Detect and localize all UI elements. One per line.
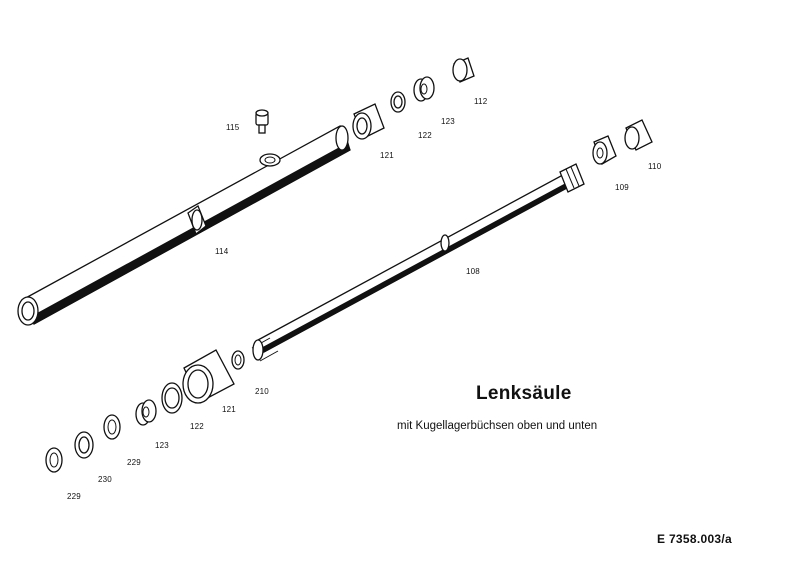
callout-121-bottom: 121 xyxy=(222,405,236,414)
diagram-title: Lenksäule xyxy=(476,383,572,404)
steering-shaft-108 xyxy=(251,163,585,362)
document-number: E 7358.003/a xyxy=(657,532,732,546)
callout-108: 108 xyxy=(466,267,480,276)
callout-122-top: 122 xyxy=(418,131,432,140)
callout-110: 110 xyxy=(648,162,662,171)
jacket-tube-114 xyxy=(17,125,351,326)
callout-229-mid: 229 xyxy=(127,458,141,467)
callout-229-bottom: 229 xyxy=(67,492,81,501)
callout-115: 115 xyxy=(226,123,240,132)
lower-bearing-group xyxy=(45,349,245,473)
callout-109: 109 xyxy=(615,183,629,192)
callout-121-top: 121 xyxy=(380,151,394,160)
diagram-subtitle: mit Kugellagerbüchsen oben und unten xyxy=(397,420,598,432)
callout-123-top: 123 xyxy=(441,117,455,126)
sleeve-110 xyxy=(624,119,653,151)
nut-109 xyxy=(592,135,617,165)
callout-210: 210 xyxy=(255,387,269,396)
callout-123-bottom: 123 xyxy=(155,441,169,450)
callout-114: 114 xyxy=(215,247,229,256)
bolt-115 xyxy=(255,109,269,134)
callout-122-bottom: 122 xyxy=(190,422,204,431)
callout-112: 112 xyxy=(474,97,488,106)
callout-230: 230 xyxy=(98,475,112,484)
upper-bearing-group xyxy=(352,57,475,140)
